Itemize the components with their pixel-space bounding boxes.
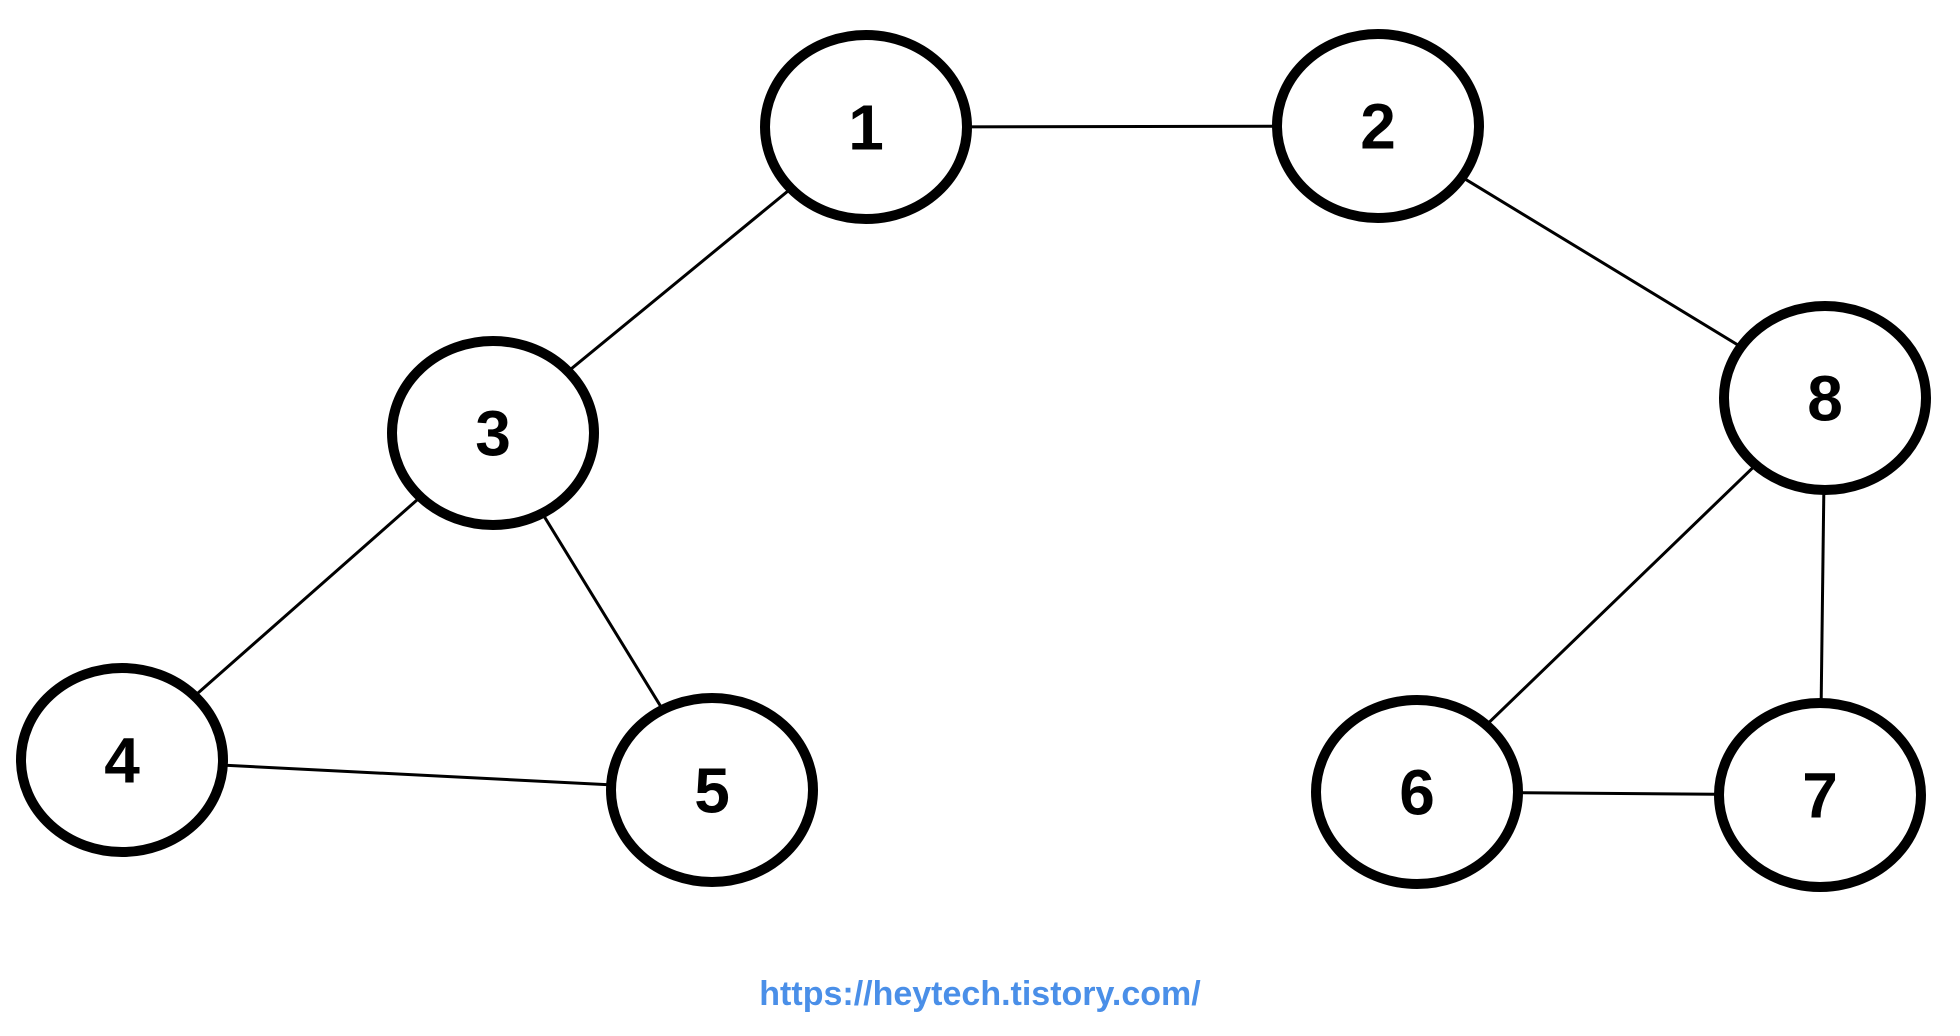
- node-circle-3: [387, 336, 599, 530]
- node-label-7: 7: [1802, 760, 1838, 832]
- node-1: 1: [760, 30, 972, 224]
- node-label-4: 4: [104, 725, 140, 797]
- node-label-1: 1: [848, 92, 884, 164]
- node-circle-1: [760, 30, 972, 224]
- node-label-6: 6: [1399, 757, 1435, 829]
- node-label-5: 5: [694, 755, 730, 827]
- node-6: 6: [1311, 695, 1523, 889]
- node-5: 5: [606, 693, 818, 887]
- node-circle-2: [1272, 29, 1484, 223]
- node-circle-7: [1714, 698, 1926, 892]
- node-4: 4: [16, 663, 228, 857]
- node-3: 3: [387, 336, 599, 530]
- watermark-link[interactable]: https://heytech.tistory.com/: [759, 975, 1201, 1013]
- edges-layer: [121, 124, 1827, 797]
- node-7: 7: [1714, 698, 1926, 892]
- node-2: 2: [1272, 29, 1484, 223]
- nodes-layer: 1 2 3 4 5 6 7 8: [16, 29, 1931, 892]
- node-circle-4: [16, 663, 228, 857]
- node-label-8: 8: [1807, 363, 1843, 435]
- node-circle-8: [1719, 301, 1931, 495]
- node-circle-5: [606, 693, 818, 887]
- node-label-2: 2: [1360, 91, 1396, 163]
- node-label-3: 3: [475, 398, 511, 470]
- node-circle-6: [1311, 695, 1523, 889]
- node-8: 8: [1719, 301, 1931, 495]
